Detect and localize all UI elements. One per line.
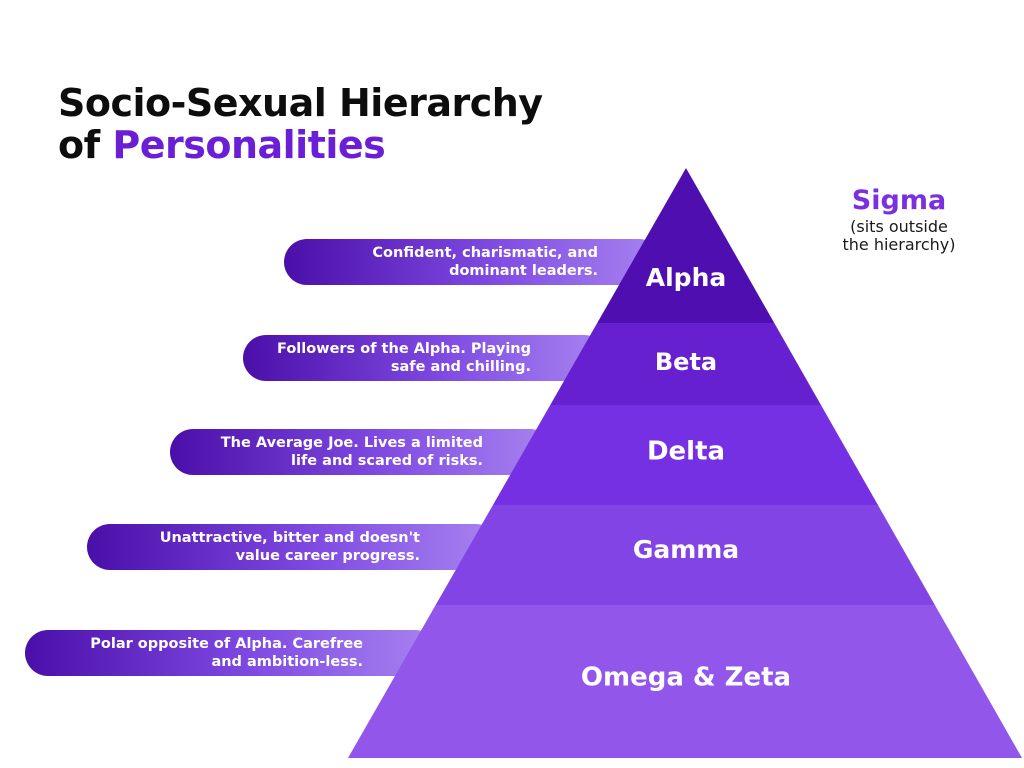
sigma-note-line-2: the hierarchy) bbox=[842, 235, 956, 254]
tier-description-line-2: value career progress. bbox=[235, 548, 420, 564]
sigma-note-line-1: (sits outside bbox=[850, 217, 948, 236]
page-title: Socio-Sexual Hierarchy of Personalities bbox=[58, 82, 543, 166]
pyramid-tier-3 bbox=[492, 405, 878, 505]
tier-description-1: Confident, charismatic, and dominant lead… bbox=[258, 244, 598, 280]
tier-description-3: The Average Joe. Lives a limited life and… bbox=[143, 434, 483, 470]
tier-description-line-1: Unattractive, bitter and doesn't bbox=[159, 530, 420, 546]
tier-description-line-1: Polar opposite of Alpha. Carefree bbox=[90, 636, 363, 652]
tier-label-5: Omega & Zeta bbox=[581, 663, 791, 693]
description-pill-3 bbox=[170, 429, 554, 475]
description-pill-5 bbox=[25, 630, 439, 676]
tier-label-4: Gamma bbox=[633, 535, 739, 564]
tier-description-2: Followers of the Alpha. Playing safe and … bbox=[191, 340, 531, 376]
tier-description-line-1: Confident, charismatic, and bbox=[372, 245, 598, 261]
title-line-1: Socio-Sexual Hierarchy bbox=[58, 81, 543, 125]
tier-description-line-1: The Average Joe. Lives a limited bbox=[220, 435, 483, 451]
tier-description-line-1: Followers of the Alpha. Playing bbox=[277, 341, 531, 357]
description-pill-2 bbox=[243, 335, 608, 381]
description-pill-4 bbox=[87, 524, 499, 570]
sigma-callout: Sigma (sits outside the hierarchy) bbox=[826, 184, 972, 254]
sigma-name: Sigma bbox=[851, 185, 947, 216]
title-line-2-prefix: of bbox=[58, 123, 113, 167]
pyramid-tier-2 bbox=[550, 323, 821, 405]
tier-description-line-2: safe and chilling. bbox=[390, 359, 531, 375]
pyramid-tier-5 bbox=[348, 605, 1022, 758]
tier-description-5: Polar opposite of Alpha. Carefree and amb… bbox=[23, 635, 363, 671]
pyramid-tier-1 bbox=[597, 168, 775, 323]
tier-description-line-2: life and scared of risks. bbox=[291, 453, 483, 469]
tier-description-4: Unattractive, bitter and doesn't value ca… bbox=[80, 529, 420, 565]
tier-description-line-2: and ambition-less. bbox=[211, 654, 363, 670]
pyramid-tier-4 bbox=[435, 505, 935, 605]
tier-label-2: Beta bbox=[655, 348, 717, 376]
description-pills bbox=[25, 239, 663, 676]
title-line-2-accent: Personalities bbox=[112, 123, 386, 167]
tier-description-line-2: dominant leaders. bbox=[449, 263, 598, 279]
tier-label-1: Alpha bbox=[646, 263, 726, 292]
description-pill-1 bbox=[284, 239, 663, 285]
tier-label-3: Delta bbox=[647, 437, 725, 467]
